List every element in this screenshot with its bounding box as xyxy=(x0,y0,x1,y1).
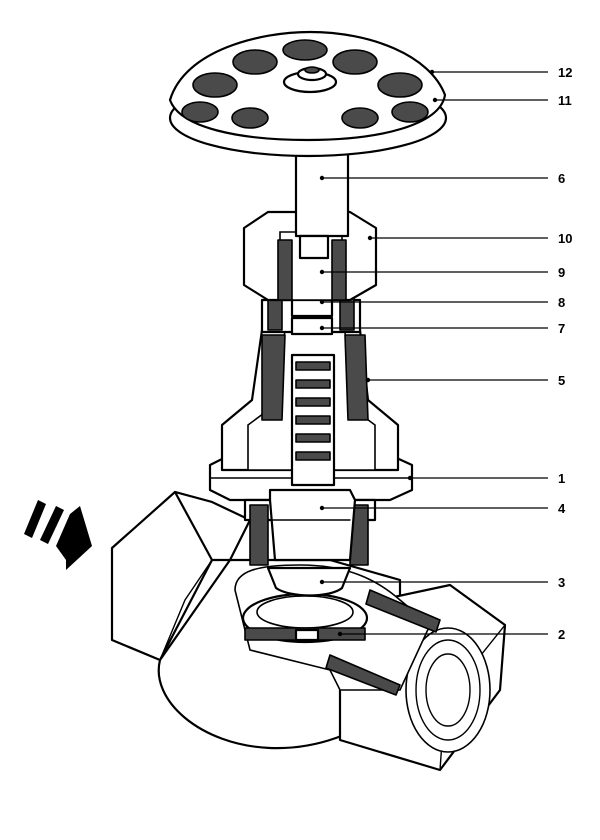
callout-6: 6 xyxy=(558,171,565,186)
callout-8: 8 xyxy=(558,295,565,310)
callout-7: 7 xyxy=(558,321,565,336)
callout-10: 10 xyxy=(558,231,572,246)
flow-direction-arrow-icon xyxy=(24,500,92,570)
valve-body xyxy=(110,490,507,772)
callout-labels: 12 11 6 10 9 8 7 5 1 4 3 2 xyxy=(558,65,572,642)
handwheel-nut xyxy=(296,66,328,82)
callout-4: 4 xyxy=(558,501,566,516)
callout-leaders xyxy=(319,69,548,637)
callout-2: 2 xyxy=(558,627,565,642)
stem-thread xyxy=(268,353,357,562)
callout-1: 1 xyxy=(558,471,565,486)
handwheel xyxy=(168,30,448,158)
valve-disc xyxy=(266,566,352,597)
callout-12: 12 xyxy=(558,65,572,80)
callout-11: 11 xyxy=(558,93,572,108)
callout-9: 9 xyxy=(558,265,565,280)
callout-3: 3 xyxy=(558,575,565,590)
callout-5: 5 xyxy=(558,373,565,388)
valve-seat-ring xyxy=(241,592,369,644)
